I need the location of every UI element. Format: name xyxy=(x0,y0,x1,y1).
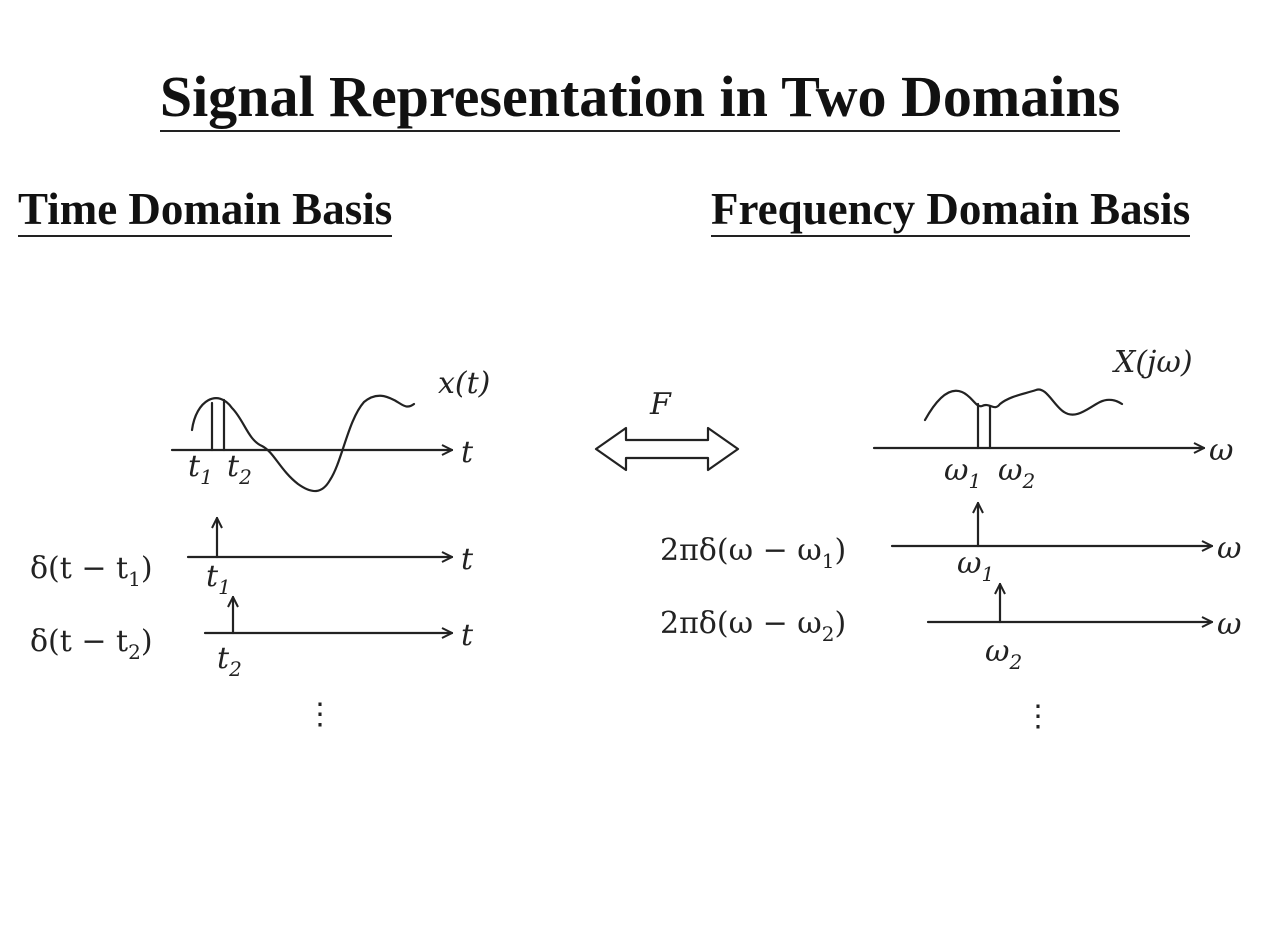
frequency-spectrum-curve xyxy=(923,388,1124,422)
time-signal-plot: x(t) t t1 t2 xyxy=(170,366,490,493)
frequency-signal-plot: X(jω) ω ω1 ω2 xyxy=(872,345,1233,493)
time-domain-heading-text: Time Domain Basis xyxy=(18,184,393,237)
time-basis-axis-label-1: t xyxy=(461,542,474,577)
time-mark-t1: t1 xyxy=(188,449,213,489)
time-basis-row-2: δ(t − t2) t t2 xyxy=(30,595,474,681)
frequency-basis-row-1: 2πδ(ω − ω1) ω ω1 xyxy=(660,501,1241,586)
time-axis-label: t xyxy=(461,435,474,470)
transform-operator-label: F xyxy=(649,387,672,422)
time-basis-axis-label-2: t xyxy=(461,618,474,653)
frequency-basis-label-2: 2πδ(ω − ω2) xyxy=(660,606,846,646)
time-basis-row-1: δ(t − t1) t t1 xyxy=(30,516,474,599)
time-basis-label-2: δ(t − t2) xyxy=(30,624,153,664)
frequency-basis-row-2: 2πδ(ω − ω2) ω ω2 xyxy=(660,582,1241,674)
frequency-basis-axis-label-2: ω xyxy=(1217,607,1241,642)
time-domain-heading: Time Domain Basis xyxy=(18,182,393,237)
frequency-signal-label: X(jω) xyxy=(1112,345,1193,380)
frequency-mark-w2: ω2 xyxy=(998,453,1035,493)
double-arrow-icon xyxy=(594,426,740,472)
time-signal-curve xyxy=(190,394,416,493)
time-basis-label-1: δ(t − t1) xyxy=(30,551,153,591)
frequency-domain-heading-text: Frequency Domain Basis xyxy=(711,184,1191,237)
frequency-basis-mark-2: ω2 xyxy=(985,634,1022,674)
frequency-basis-mark-1: ω1 xyxy=(957,546,994,586)
time-basis-mark-2: t2 xyxy=(217,641,242,681)
frequency-axis-label: ω xyxy=(1209,433,1233,468)
frequency-basis-label-1: 2πδ(ω − ω1) xyxy=(660,533,846,573)
time-continuation-dots: ⋮ xyxy=(305,697,335,732)
page-title: Signal Representation in Two Domains xyxy=(0,62,1280,132)
frequency-domain-heading: Frequency Domain Basis xyxy=(711,182,1191,237)
frequency-basis-axis-label-1: ω xyxy=(1217,531,1241,566)
frequency-mark-w1: ω1 xyxy=(944,453,981,493)
frequency-continuation-dots: ⋮ xyxy=(1023,699,1053,734)
page-title-text: Signal Representation in Two Domains xyxy=(159,64,1121,132)
time-signal-label: x(t) xyxy=(438,366,490,401)
time-mark-t2: t2 xyxy=(227,449,252,489)
fourier-transform-arrow: F xyxy=(594,387,740,472)
time-basis-mark-1: t1 xyxy=(206,559,231,599)
